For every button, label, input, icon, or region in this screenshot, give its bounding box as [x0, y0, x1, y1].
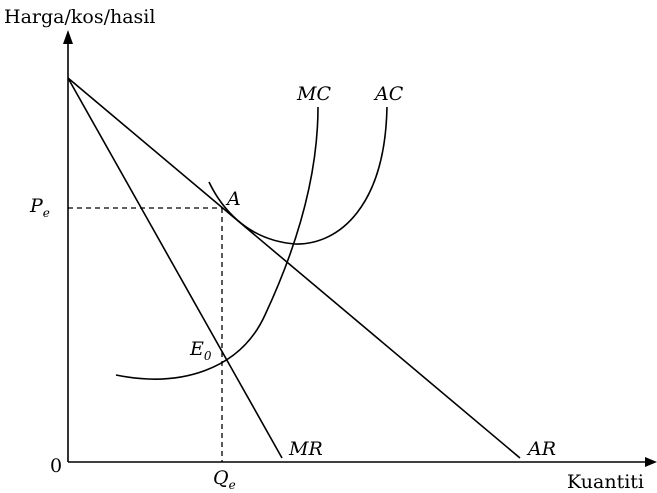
mc-curve: [115, 106, 319, 380]
mr-line: [67, 77, 283, 459]
mc-label: MC: [296, 83, 331, 105]
point-e0-subscript: 0: [204, 349, 212, 363]
point-e0-main: E: [189, 338, 204, 360]
quantity-label: Qe: [213, 467, 236, 492]
mr-label: MR: [288, 438, 323, 460]
ar-line: [67, 77, 521, 459]
point-a-label: A: [225, 188, 241, 210]
ac-curve: [208, 106, 388, 245]
point-e0-label: E0: [189, 338, 212, 363]
ac-label: AC: [373, 83, 404, 105]
quantity-main: Q: [213, 467, 229, 489]
price-label: Pe: [29, 195, 50, 220]
x-axis-label: Kuantiti: [567, 471, 644, 493]
origin-label: 0: [50, 455, 62, 477]
price-subscript: e: [43, 206, 50, 220]
price-main: P: [29, 195, 44, 217]
ar-label: AR: [526, 438, 556, 460]
quantity-subscript: e: [229, 478, 236, 492]
y-axis-arrow: [63, 30, 73, 44]
y-axis-label: Harga/kos/hasil: [4, 6, 155, 28]
x-axis-arrow: [645, 457, 657, 467]
